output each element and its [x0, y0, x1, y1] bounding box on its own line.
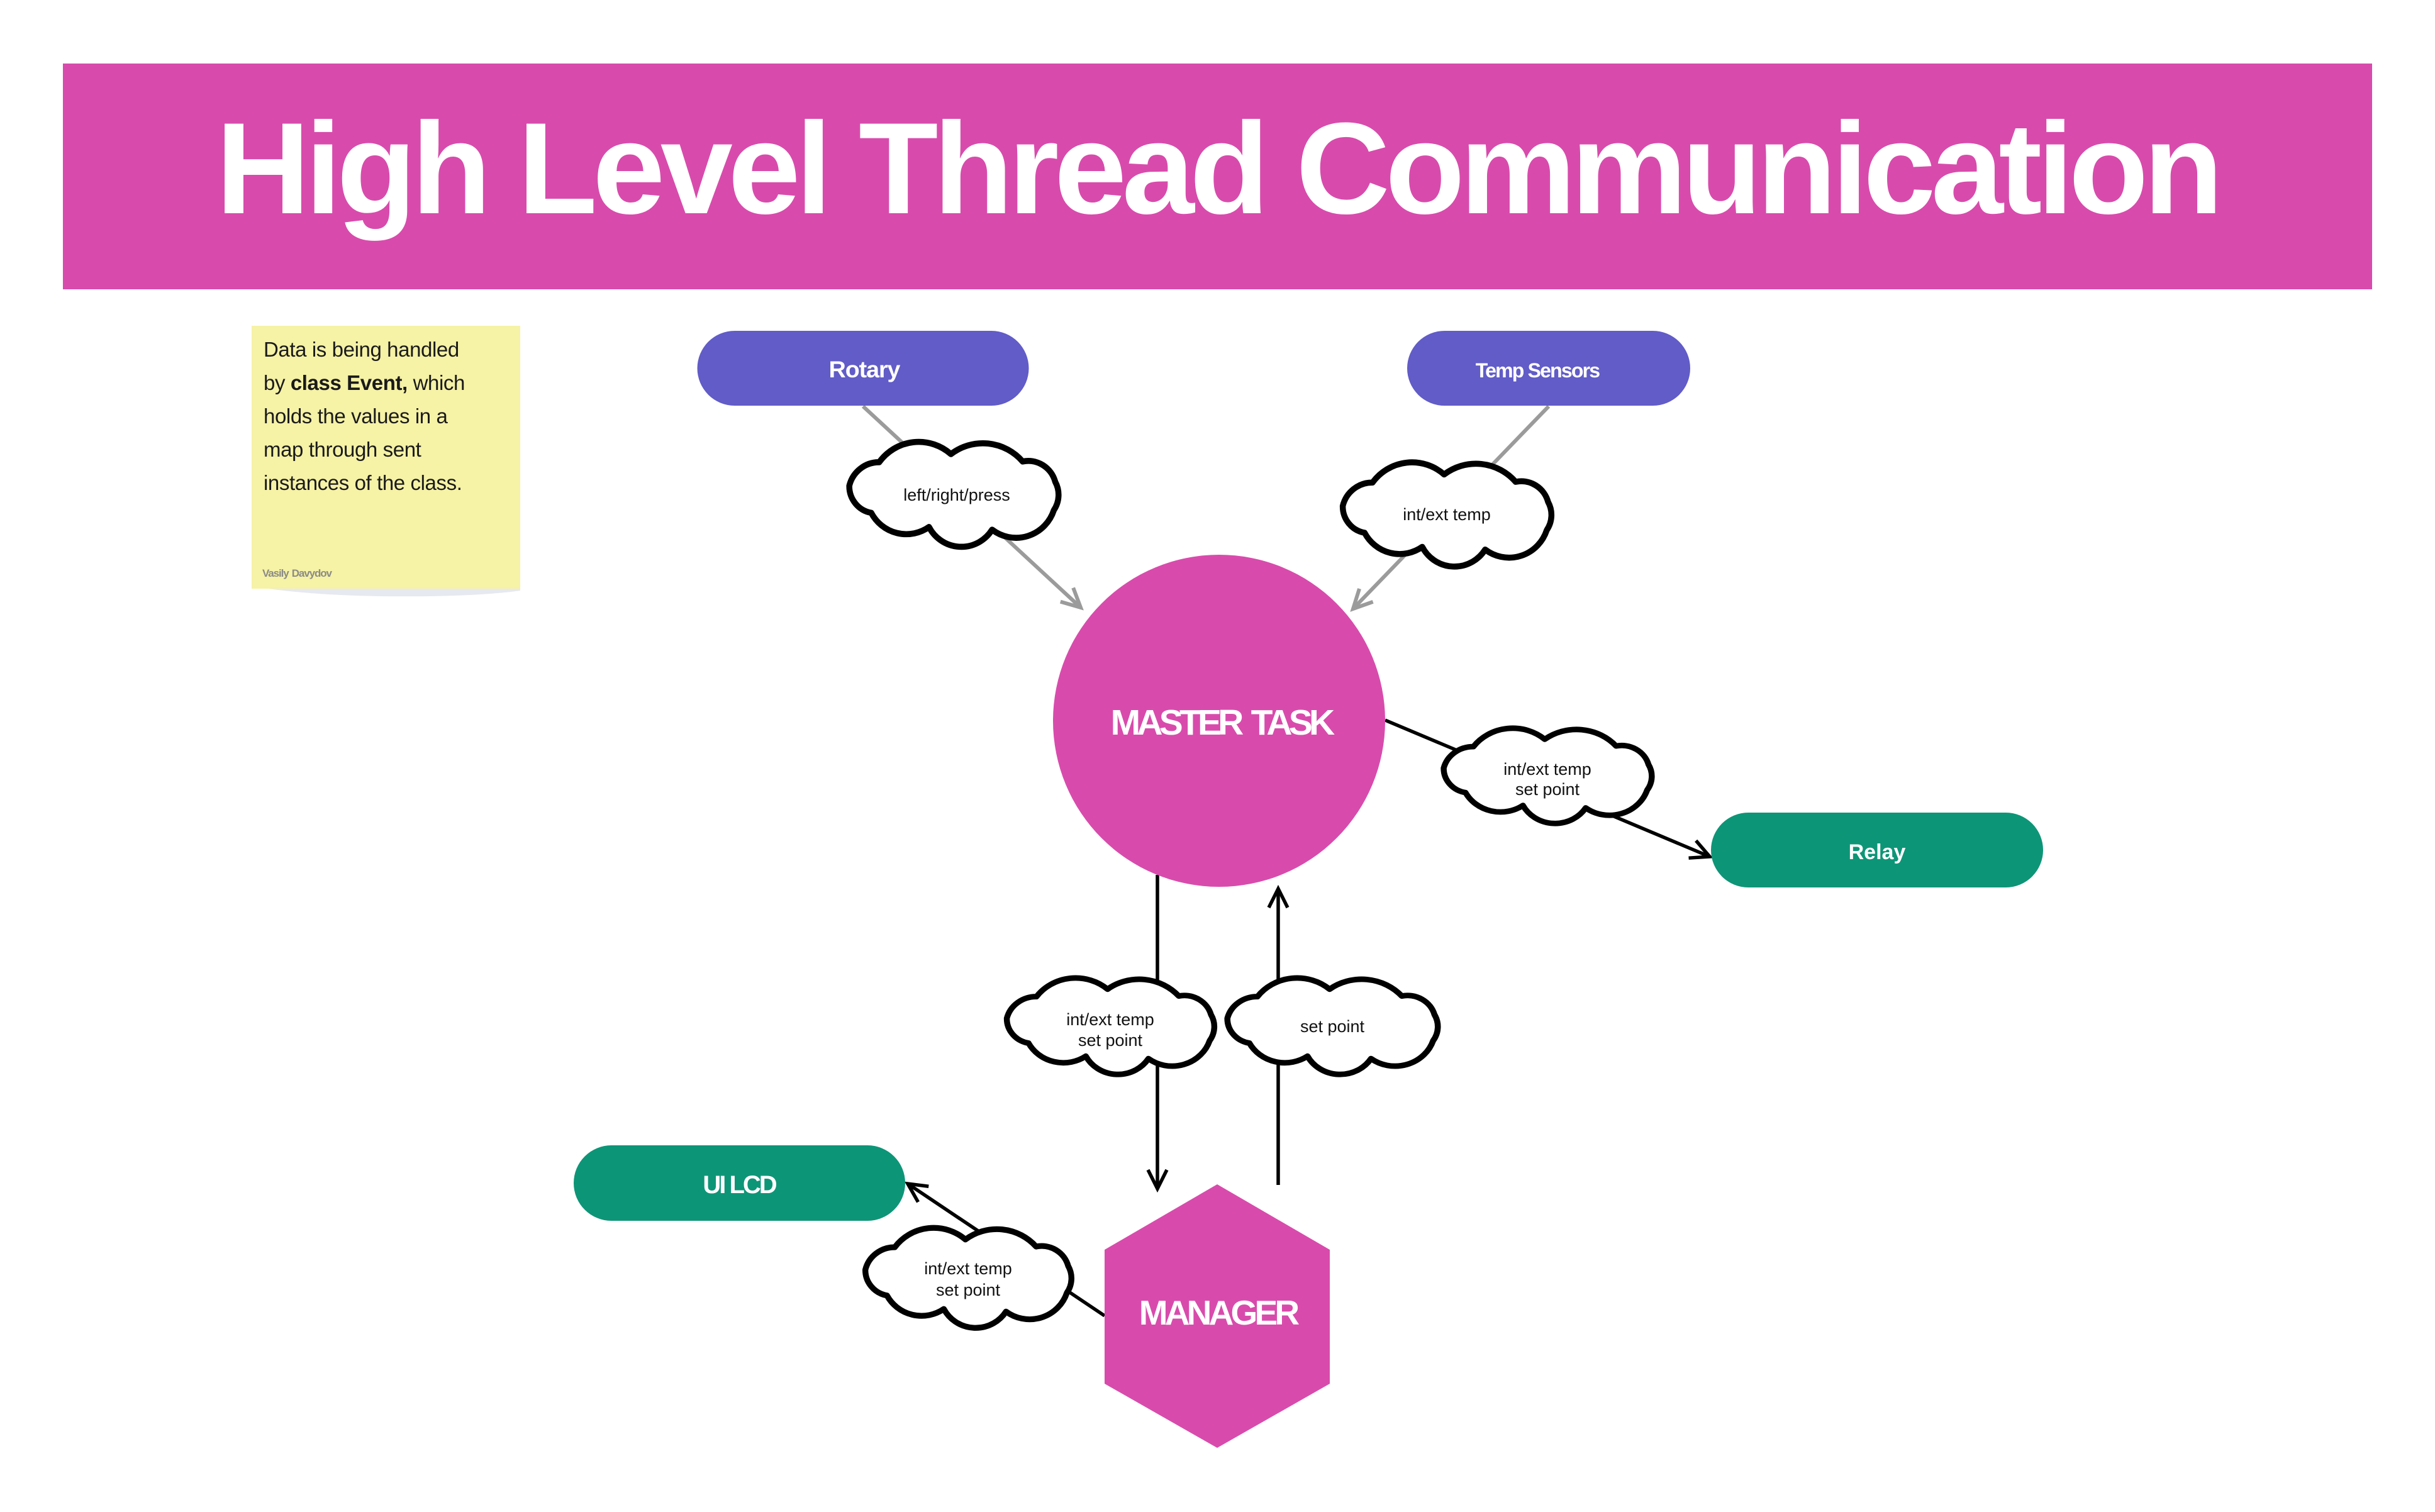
svg-text:set point: set point — [1300, 1017, 1365, 1036]
svg-text:int/ext temp: int/ext temp — [1503, 760, 1591, 779]
svg-text:int/ext temp: int/ext temp — [1066, 1010, 1154, 1029]
svg-text:set point: set point — [1515, 780, 1580, 799]
svg-text:set point: set point — [936, 1281, 1001, 1299]
svg-text:Vasily Davydov: Vasily Davydov — [262, 567, 333, 579]
svg-text:Rotary: Rotary — [829, 356, 901, 382]
svg-text:left/right/press: left/right/press — [903, 486, 1010, 504]
svg-text:Temp Sensors: Temp Sensors — [1476, 359, 1600, 382]
svg-text:UI LCD: UI LCD — [703, 1171, 776, 1199]
svg-text:int/ext temp: int/ext temp — [924, 1259, 1012, 1278]
svg-text:High Level Thread Communicatio: High Level Thread Communication — [216, 96, 2218, 241]
svg-text:Relay: Relay — [1849, 840, 1906, 864]
svg-text:set point: set point — [1078, 1031, 1143, 1050]
svg-text:MANAGER: MANAGER — [1139, 1293, 1300, 1332]
svg-text:MASTER TASK: MASTER TASK — [1111, 703, 1335, 743]
svg-text:int/ext temp: int/ext temp — [1403, 505, 1491, 524]
svg-text:Data is being handled by: Data is being handled by class Event, wh… — [264, 338, 471, 494]
